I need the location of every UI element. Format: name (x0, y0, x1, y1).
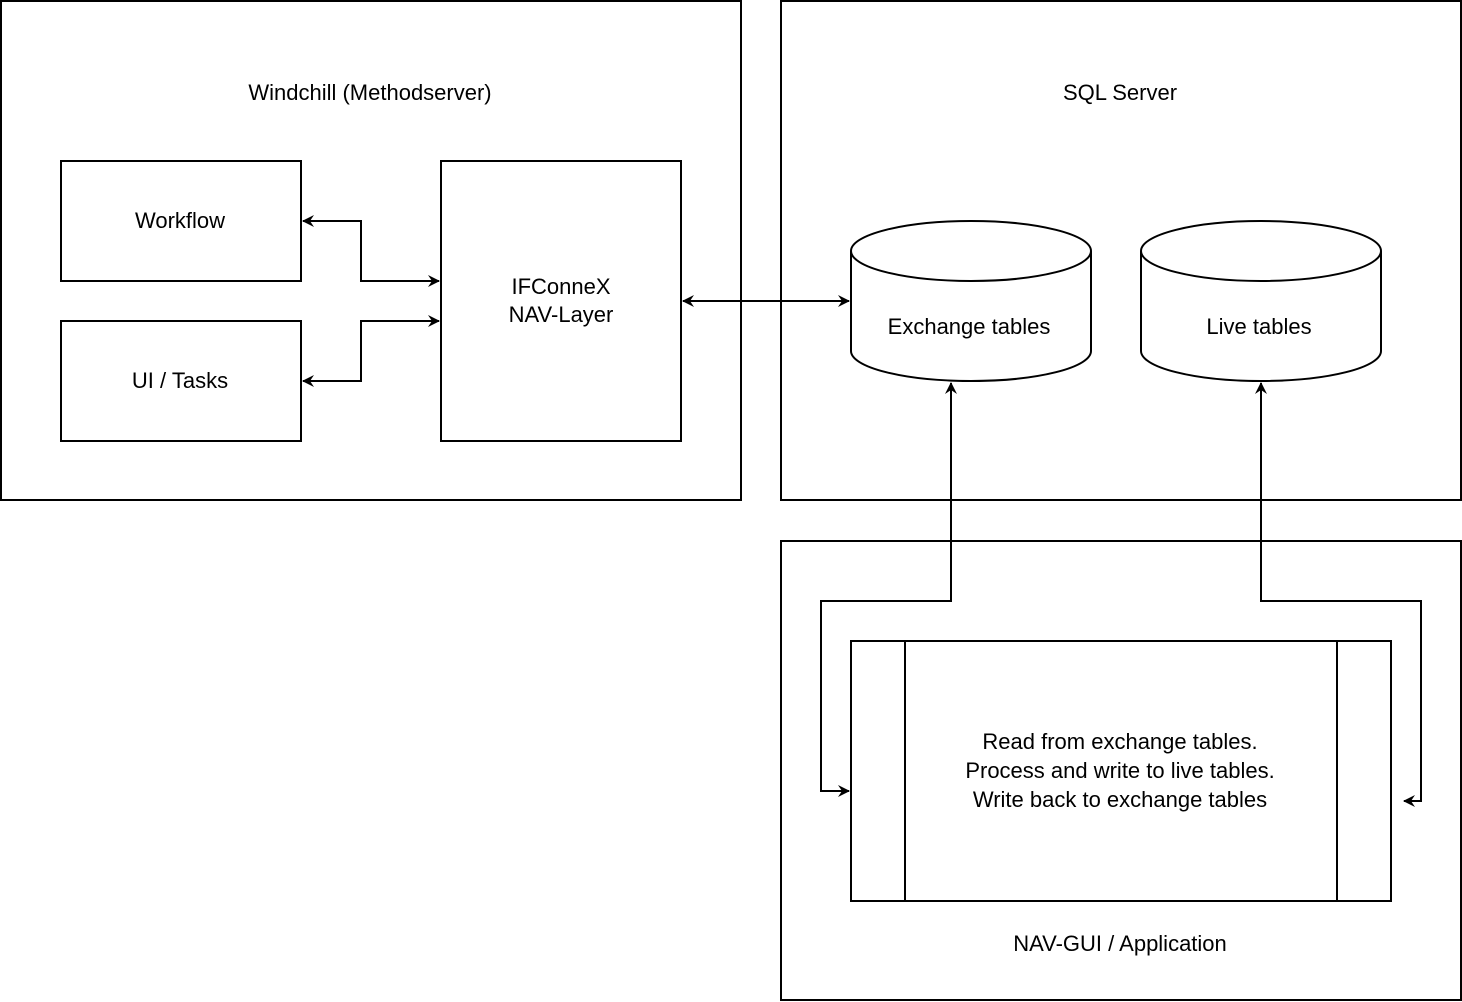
nav-gui-title: NAV-GUI / Application (1013, 931, 1227, 956)
ui-tasks-label: UI / Tasks (132, 368, 228, 393)
ifconnex-label-line2: NAV-Layer (509, 302, 614, 327)
process-box: Read from exchange tables. Process and w… (850, 640, 1392, 902)
workflow-label: Workflow (135, 208, 225, 233)
connector-exchange-process (820, 382, 957, 797)
sql-server-container: SQL Server (780, 0, 1462, 501)
windchill-title: Windchill (Methodserver) (248, 80, 491, 105)
ifconnex-label-line1: IFConneX (511, 274, 610, 299)
process-line1: Read from exchange tables. (982, 729, 1257, 754)
process-line3: Write back to exchange tables (973, 787, 1267, 812)
connector-workflow-ifconnex (302, 215, 440, 287)
live-tables-cylinder: Live tables (1140, 220, 1382, 382)
ifconnex-box: IFConneX NAV-Layer (440, 160, 682, 442)
exchange-tables-cylinder: Exchange tables (850, 220, 1092, 382)
exchange-tables-label: Exchange tables (888, 314, 1051, 339)
ui-tasks-box: UI / Tasks (60, 320, 302, 442)
sql-server-title: SQL Server (1063, 80, 1177, 105)
nav-gui-container: NAV-GUI / Application (780, 540, 1462, 1001)
process-line2: Process and write to live tables. (965, 758, 1274, 783)
windchill-container: Windchill (Methodserver) (0, 0, 742, 501)
connector-uitasks-ifconnex (302, 315, 440, 387)
live-tables-label: Live tables (1206, 314, 1311, 339)
connector-live-process (1255, 382, 1422, 807)
workflow-box: Workflow (60, 160, 302, 282)
